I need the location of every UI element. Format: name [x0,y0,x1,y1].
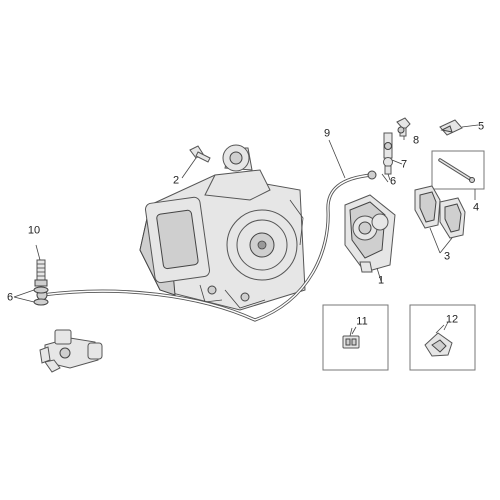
callout-7: 7 [400,158,408,171]
master-cylinder-icon [39,329,103,373]
bolt-2-icon [189,145,211,163]
callout-4: 4 [472,201,480,214]
callout-12: 12 [445,313,459,326]
bleeder-screw-icon [396,117,411,137]
callout-8: 8 [412,134,420,147]
clip-12-icon [424,324,453,357]
brake-caliper-icon [344,194,396,273]
washer-lower-icon [33,298,49,306]
pad-pin-icon [438,158,475,183]
callout-6-hose: 6 [389,175,397,188]
callout-6-washers: 6 [6,291,14,304]
banjo-fitting-icon [383,132,393,175]
connector-11-icon [342,327,360,349]
engine-assembly [139,144,306,311]
callout-3: 3 [443,250,451,263]
washer-upper-icon [33,286,49,294]
callout-1: 1 [377,274,385,287]
callout-11: 11 [356,315,368,328]
brake-pads-icon [414,185,466,239]
spring-clip-icon [439,119,463,136]
callout-2: 2 [172,174,180,187]
callout-5: 5 [477,120,485,133]
callout-9: 9 [323,127,331,140]
callout-10: 10 [27,224,41,237]
banjo-bolt-icon [34,259,48,287]
